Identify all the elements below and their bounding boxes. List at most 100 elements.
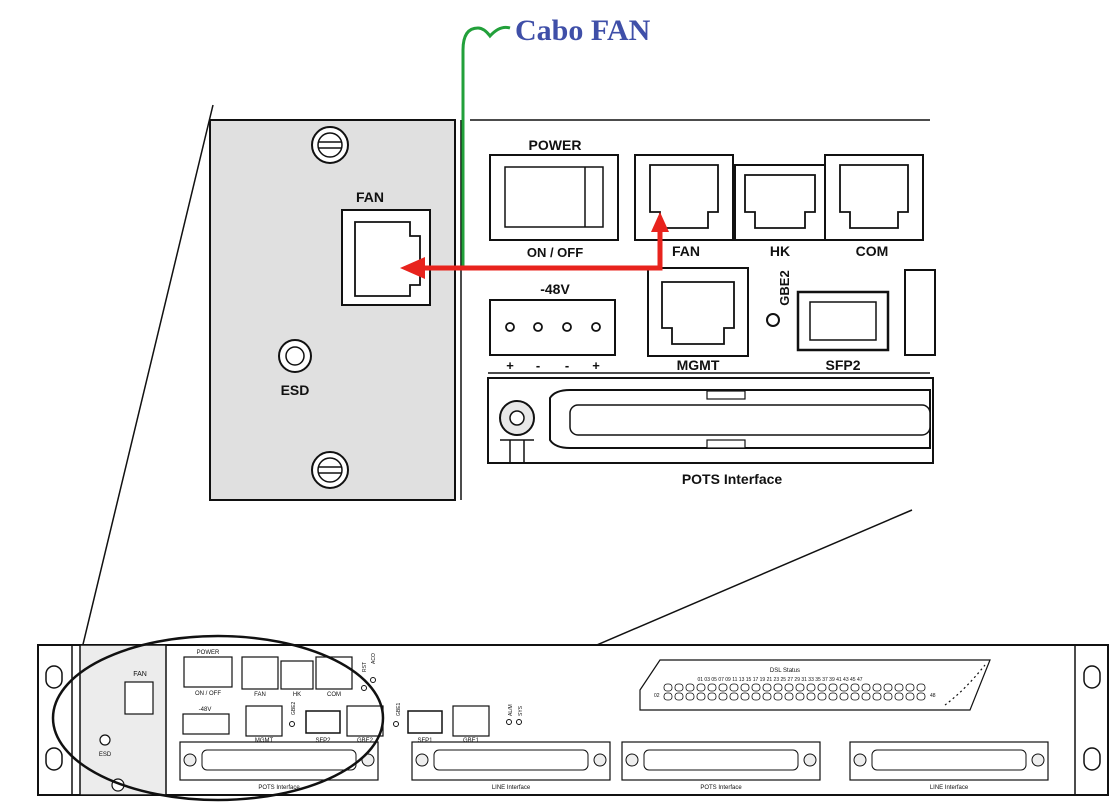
dsl-status-label: DSL Status: [770, 668, 800, 674]
interface-label: POTS Interface: [700, 785, 742, 791]
chassis-rst-label: RST: [362, 662, 368, 672]
dsl-led: [773, 683, 783, 692]
voltage-label: -48V: [540, 281, 570, 297]
dsl-led: [751, 683, 761, 692]
chassis-com-port-label: COM: [327, 692, 341, 698]
interface-label: POTS Interface: [258, 785, 300, 791]
terminal-polarity-2: -: [536, 358, 540, 373]
interface-connectors: POTS Interface LINE Interface POTS Interfa…: [179, 741, 1049, 791]
power-title: POWER: [529, 137, 582, 153]
power-switch-label: ON / OFF: [527, 245, 583, 260]
arrow-head-left: [400, 257, 425, 279]
dsl-led: [850, 692, 860, 701]
dsl-led: [916, 683, 926, 692]
dsl-led: [784, 683, 794, 692]
dsl-led: [883, 683, 893, 692]
chassis-mgmt-label: MGMT: [255, 738, 274, 744]
cabo-fan-label: Cabo FAN: [515, 14, 651, 47]
dsl-led: [839, 692, 849, 701]
dsl-led: [663, 692, 673, 701]
dsl-led: [784, 692, 794, 701]
sfp2-cage: [796, 290, 890, 352]
fan-connection-arrow: [418, 225, 663, 271]
esd-label: ESD: [281, 382, 310, 398]
dsl-right-number: 48: [930, 693, 936, 699]
dsl-led-grid: [663, 683, 926, 701]
interface-connector: LINE Interface: [849, 741, 1049, 791]
chassis-front-panel: FAN ESD POWER ON / OFF FAN HK COM RST AC…: [37, 644, 1109, 796]
dsl-led: [663, 683, 673, 692]
fan-port-icon: [634, 154, 734, 241]
terminal-polarity-4: +: [592, 358, 600, 373]
hk-port-icon: [734, 164, 826, 241]
chassis-fan-port-label: FAN: [254, 692, 266, 698]
dsl-led: [718, 683, 728, 692]
dsl-led: [674, 692, 684, 701]
dsl-led: [762, 683, 772, 692]
dsl-led: [707, 683, 717, 692]
cable-callout: Cabo FAN: [400, 14, 669, 279]
interface-connector: POTS Interface: [179, 741, 379, 791]
dsl-led: [894, 692, 904, 701]
port-label-com: COM: [856, 243, 889, 259]
port-label-fan: FAN: [672, 243, 700, 259]
mgmt-label: MGMT: [677, 357, 720, 373]
chassis-fan-label: FAN: [133, 671, 147, 678]
interface-label: LINE Interface: [930, 785, 969, 791]
gbe2-led: [766, 313, 780, 327]
chassis-aco-label: ACO: [371, 653, 377, 664]
dsl-led: [872, 683, 882, 692]
dsl-led: [916, 692, 926, 701]
dsl-led: [850, 683, 860, 692]
mgmt-port-icon: [647, 267, 749, 357]
chassis-gbe1-label: GBE1: [463, 738, 480, 744]
pots-connector: [487, 377, 934, 464]
dsl-led: [729, 692, 739, 701]
chassis-gbe1-led-label: GBE1: [396, 702, 402, 716]
fan-cable-line: [461, 25, 511, 268]
interface-label: LINE Interface: [492, 785, 531, 791]
chassis-sys-label: SYS: [518, 705, 524, 716]
chassis-sfp2-label: SFP2: [315, 738, 331, 744]
dsl-led: [806, 692, 816, 701]
dsl-led: [740, 692, 750, 701]
port-label-hk: HK: [770, 243, 790, 259]
sfp2-label: SFP2: [825, 357, 860, 373]
chassis-48v-label: -48V: [199, 707, 212, 713]
dsl-led: [751, 692, 761, 701]
dsl-led: [905, 692, 915, 701]
dsl-led: [685, 683, 695, 692]
chassis-sfp1-label: SFP1: [417, 738, 433, 744]
dsl-led: [795, 683, 805, 692]
terminal-polarity-1: +: [506, 358, 514, 373]
dsl-led: [905, 683, 915, 692]
dsl-led: [773, 692, 783, 701]
zoom-highlight-ellipse: [51, 634, 385, 802]
dsl-led: [674, 683, 684, 692]
gbe2-label: GBE2: [777, 270, 792, 305]
fan-module-label: FAN: [356, 189, 384, 205]
zoom-line-left: [71, 104, 214, 691]
chassis-gbe2-label: GBE2: [357, 738, 374, 744]
chassis-esd-label: ESD: [99, 752, 112, 758]
chassis-alm-label: AL/M: [508, 704, 514, 716]
dsl-led: [718, 692, 728, 701]
interface-connector: POTS Interface: [621, 741, 821, 791]
dsl-led: [861, 683, 871, 692]
chassis-gbe2-led-label: GBE2: [291, 701, 297, 715]
terminal-polarity-3: -: [565, 358, 569, 373]
dsl-led: [861, 692, 871, 701]
dsl-led: [817, 692, 827, 701]
dsl-led: [828, 692, 838, 701]
chassis-onoff-label: ON / OFF: [195, 691, 221, 697]
power-switch: [489, 154, 619, 241]
com-port-icon: [824, 154, 924, 241]
pots-interface-label: POTS Interface: [682, 471, 783, 487]
dsl-led: [795, 692, 805, 701]
dsl-led: [740, 683, 750, 692]
power-terminal-block: [489, 299, 616, 356]
dsl-led: [839, 683, 849, 692]
dsl-led: [894, 683, 904, 692]
dsl-led: [696, 683, 706, 692]
chassis-power-label: POWER: [197, 650, 220, 656]
